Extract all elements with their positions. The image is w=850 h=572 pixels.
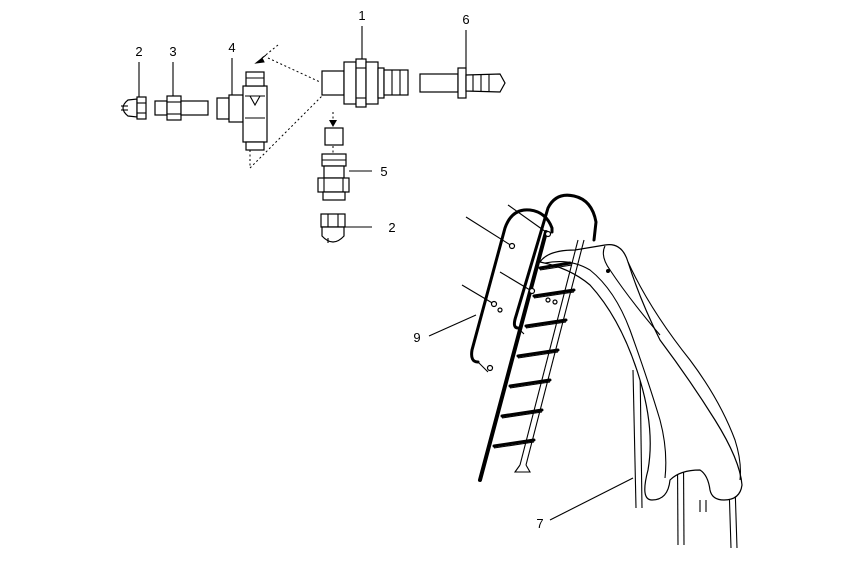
callout-6: 6 [462, 12, 469, 27]
callout-9: 9 [413, 330, 420, 345]
callout-4: 4 [228, 40, 235, 55]
callout-3: 3 [169, 44, 176, 59]
pool-slide-assembly [461, 193, 743, 549]
part-4-tee [216, 71, 268, 151]
assembly-guide-lines [249, 44, 337, 169]
part-2-cap-bottom [320, 213, 346, 243]
mounting-bolts [461, 204, 558, 372]
callout-2-top: 2 [135, 44, 142, 59]
ladder-treads [492, 261, 576, 449]
ladder-handrails [470, 193, 598, 373]
part-2-cap-left [121, 96, 147, 120]
callout-1: 1 [358, 8, 365, 23]
part-1-union [321, 58, 409, 108]
callout-7: 7 [536, 516, 543, 531]
slide-chute [539, 244, 743, 501]
callout-2-bottom: 2 [388, 220, 395, 235]
part-3-nipple [154, 95, 209, 121]
callout-leader-lines [138, 26, 634, 521]
part-6-hose-adapter [419, 67, 506, 99]
part-5-fitting [317, 127, 350, 201]
callout-5: 5 [380, 164, 387, 179]
callout-labels: 1 2 3 4 6 5 2 9 7 [135, 8, 543, 531]
